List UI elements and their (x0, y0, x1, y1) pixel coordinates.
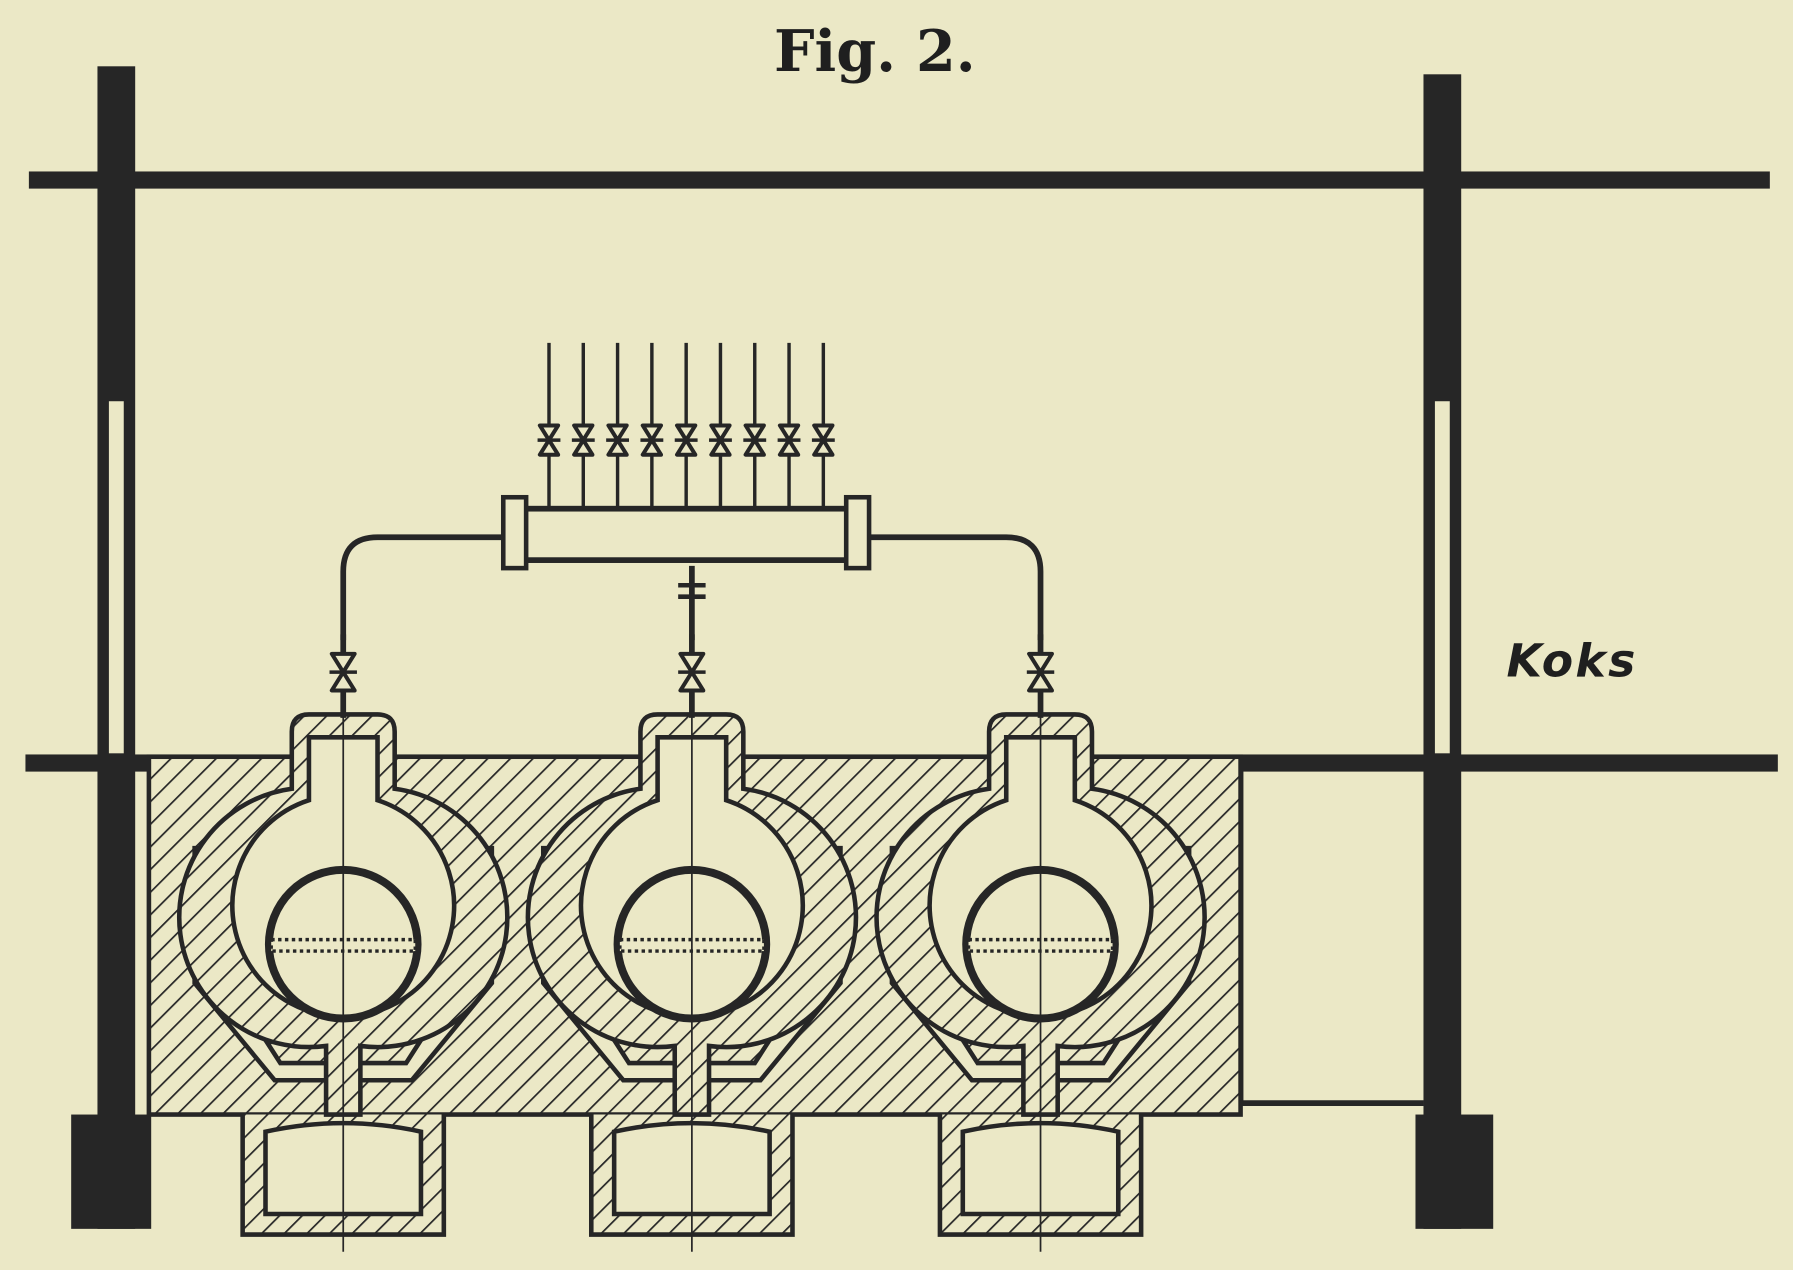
outlet-pipe (709, 342, 732, 509)
valve-icon (1026, 651, 1055, 693)
outlet-pipe (674, 342, 698, 509)
outlet-pipe (777, 342, 801, 509)
outlet-pipe (640, 342, 664, 509)
valve-icon (329, 651, 357, 693)
valve-icon (571, 423, 595, 457)
valve-icon (678, 651, 706, 693)
valve-icon (777, 423, 801, 457)
boiler (525, 680, 859, 1252)
boiler (176, 680, 510, 1252)
upper-floor-line (28, 171, 1770, 189)
steam-header (340, 494, 1044, 641)
valve-icon (640, 423, 664, 457)
outlet-pipe (571, 342, 595, 509)
left-wall (71, 66, 152, 1229)
valve-icon (537, 423, 561, 457)
right-wall (1415, 74, 1494, 1229)
valve-icon (606, 423, 630, 457)
koks-label: Koks (1507, 635, 1638, 688)
figure-title: Fig. 2. (774, 18, 976, 85)
valve-icon (709, 423, 732, 457)
valve-icon (743, 423, 767, 457)
outlet-pipe (537, 342, 561, 509)
outlet-pipe (743, 342, 767, 509)
coke-bin (1237, 768, 1424, 1106)
valve-icon (811, 423, 835, 457)
outlet-pipe (811, 342, 835, 509)
boiler (874, 680, 1207, 1252)
valve-icon (674, 423, 698, 457)
outlet-pipe (606, 342, 630, 509)
